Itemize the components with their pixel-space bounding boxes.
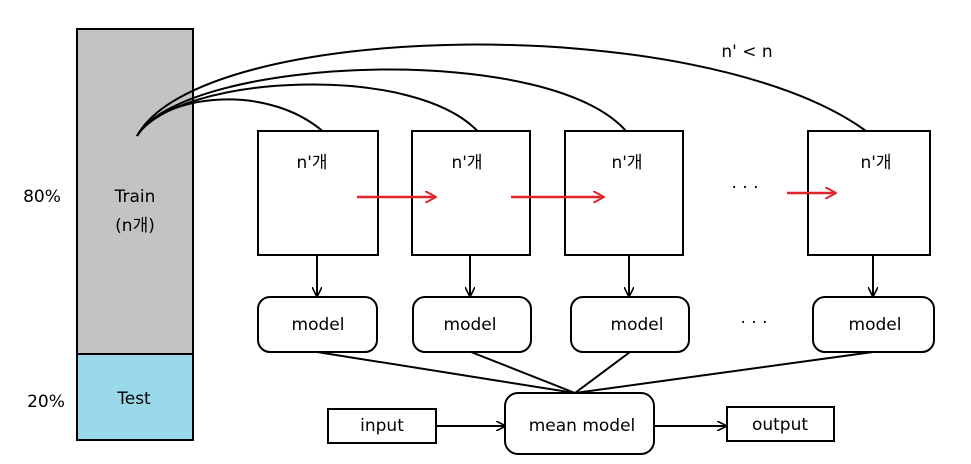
model-box-4 bbox=[812, 296, 935, 353]
model-label-3: model bbox=[611, 315, 664, 335]
subset-box-2 bbox=[411, 130, 531, 256]
aggregation-line-4 bbox=[574, 351, 874, 394]
aggregation-lines bbox=[316, 351, 874, 394]
output-box bbox=[726, 406, 835, 442]
subset-label-4: n'개 bbox=[860, 153, 891, 173]
aggregation-line-1 bbox=[316, 351, 576, 394]
model-label-2: model bbox=[444, 315, 497, 335]
subset-label-1: n'개 bbox=[296, 153, 327, 173]
model-arrows bbox=[317, 255, 873, 296]
aggregation-line-3 bbox=[574, 351, 631, 394]
subset-label-3: n'개 bbox=[611, 153, 642, 173]
sampling-curve-3 bbox=[136, 68, 631, 137]
sampling-curve-2 bbox=[136, 83, 483, 137]
input-box bbox=[327, 408, 437, 444]
train-segment bbox=[76, 28, 194, 355]
model-label-1: model bbox=[292, 315, 345, 335]
mean-model-label: mean model bbox=[529, 416, 636, 436]
test-percent: 20% bbox=[27, 392, 65, 412]
subset-box-3 bbox=[564, 130, 684, 256]
mean-model-box bbox=[504, 392, 655, 455]
red-arrows bbox=[357, 193, 836, 197]
sampling-curve-4 bbox=[136, 43, 867, 137]
subset-label-2: n'개 bbox=[451, 153, 482, 173]
ellipsis-subsets: · · · bbox=[731, 178, 758, 198]
ellipsis-models: · · · bbox=[740, 313, 767, 333]
input-label: input bbox=[360, 416, 404, 436]
test-label: Test bbox=[116, 389, 151, 409]
subset-box-1 bbox=[257, 130, 379, 256]
sampling-curves bbox=[136, 43, 867, 137]
output-label: output bbox=[752, 415, 808, 435]
test-segment bbox=[76, 353, 194, 441]
train-label: Train bbox=[114, 187, 156, 207]
model-label-4: model bbox=[849, 315, 902, 335]
train-percent: 80% bbox=[23, 187, 61, 207]
train-sub-label: (n개) bbox=[115, 216, 155, 236]
condition-label: n' < n bbox=[721, 42, 772, 62]
aggregation-line-2 bbox=[470, 351, 576, 394]
